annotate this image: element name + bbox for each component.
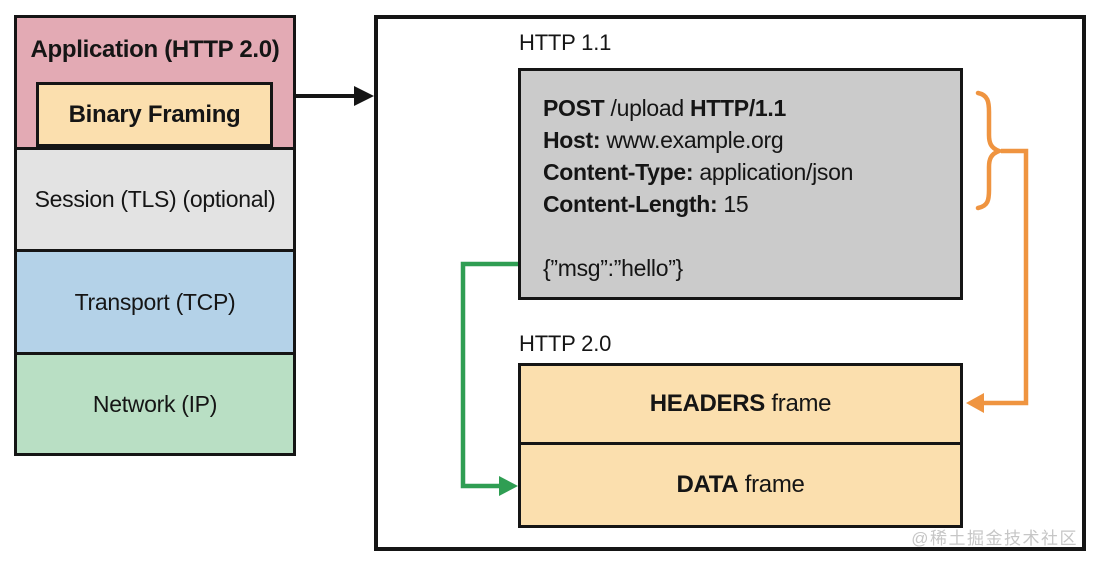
stack-to-panel-arrow <box>296 86 374 106</box>
application-label: Application (HTTP 2.0) <box>30 36 280 63</box>
request-line-host: Host: www.example.org <box>543 124 960 156</box>
request-blank-line <box>543 220 960 252</box>
request-path: /upload <box>604 95 690 121</box>
protocol-stack: Application (HTTP 2.0) Binary Framing Se… <box>14 15 296 456</box>
binary-framing-label: Binary Framing <box>68 100 241 128</box>
content-type-label: Content-Type: <box>543 159 694 185</box>
stack-layer-network: Network (IP) <box>17 352 293 453</box>
session-label: Session (TLS) (optional) <box>34 186 276 212</box>
http1-label: HTTP 1.1 <box>519 30 612 55</box>
headers-frame-bold: HEADERS <box>649 390 766 417</box>
stack-layer-transport: Transport (TCP) <box>17 249 293 352</box>
watermark: @稀土掘金技术社区 <box>911 529 1078 548</box>
host-label: Host: <box>543 127 601 153</box>
headers-frame-row: HEADERS frame <box>521 366 960 445</box>
request-line-content-type: Content-Type: application/json <box>543 156 960 188</box>
content-type-value: application/json <box>693 159 854 185</box>
content-length-label: Content-Length: <box>543 191 718 217</box>
network-label: Network (IP) <box>92 390 218 417</box>
content-length-value: 15 <box>717 191 749 217</box>
data-frame-bold: DATA <box>676 471 739 498</box>
stack-layer-application: Application (HTTP 2.0) Binary Framing <box>17 18 293 147</box>
http1-request-box: POST /upload HTTP/1.1 Host: www.example.… <box>518 68 963 300</box>
transport-label: Transport (TCP) <box>74 288 236 315</box>
http2-frames-box: HEADERS frame DATA frame <box>518 363 963 528</box>
request-line-start: POST /upload HTTP/1.1 <box>543 92 960 124</box>
data-frame-row: DATA frame <box>521 445 960 525</box>
http2-label: HTTP 2.0 <box>519 331 612 356</box>
request-method: POST <box>543 95 605 121</box>
request-version: HTTP/1.1 <box>689 95 786 121</box>
stack-layer-session: Session (TLS) (optional) <box>17 147 293 249</box>
headers-frame-rest: frame <box>765 390 832 417</box>
framing-detail-panel: HTTP 1.1 POST /upload HTTP/1.1 Host: www… <box>374 15 1086 551</box>
data-frame-rest: frame <box>738 471 805 498</box>
host-value: www.example.org <box>600 127 784 153</box>
request-body: {”msg”:”hello”} <box>543 255 683 281</box>
binary-framing-box: Binary Framing <box>36 82 273 147</box>
request-line-content-length: Content-Length: 15 <box>543 188 960 220</box>
